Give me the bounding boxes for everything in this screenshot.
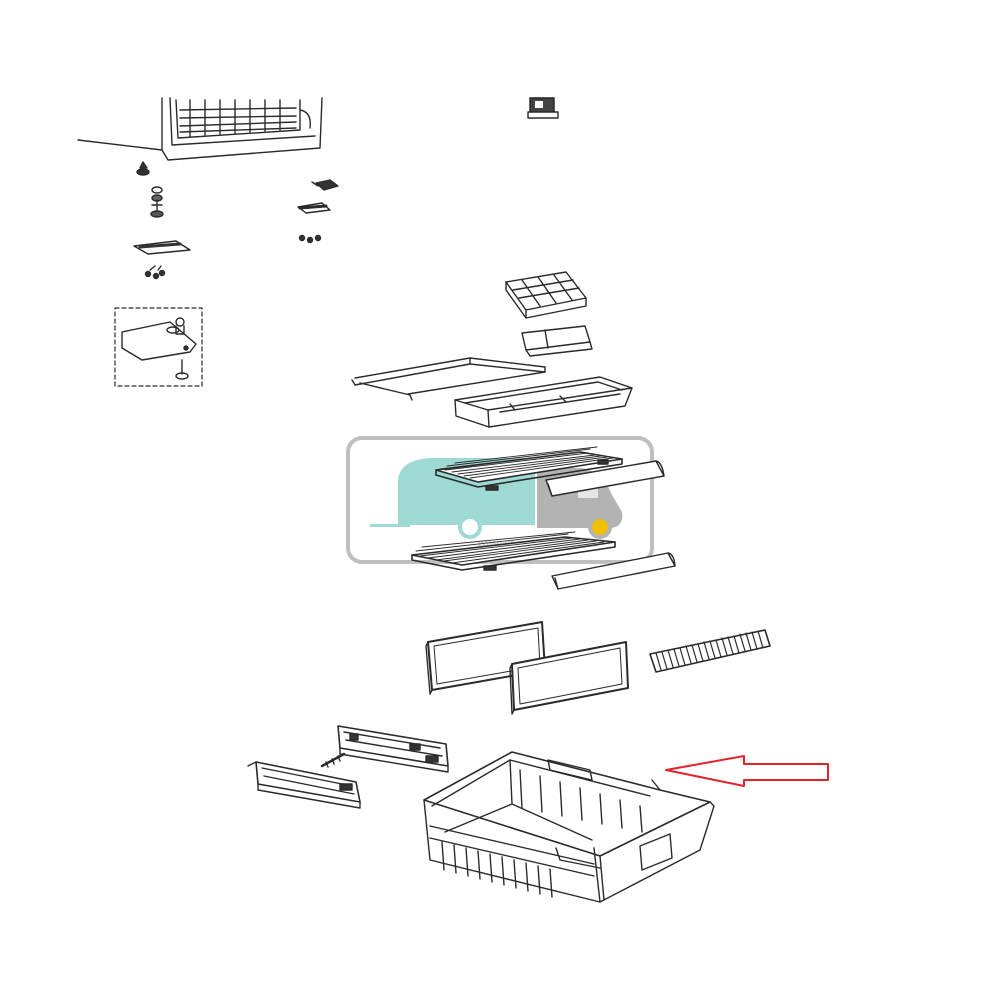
left-hinge-bracket bbox=[133, 240, 191, 280]
watermark-frame bbox=[346, 436, 654, 564]
freezer-wire-frame bbox=[351, 357, 546, 401]
foot-bolt-stack bbox=[136, 161, 164, 218]
crisper-glass-cover-right bbox=[509, 641, 629, 715]
top-hinge bbox=[527, 97, 559, 119]
drawer-rail-left bbox=[247, 761, 361, 809]
wire-shelf-lower bbox=[411, 531, 616, 571]
fridge-body-corner bbox=[77, 97, 323, 161]
freezer-drawer bbox=[454, 376, 633, 428]
hinge-plate-detail bbox=[114, 307, 203, 387]
shelf-front-trim-upper bbox=[545, 460, 665, 497]
crisper-drawer bbox=[423, 751, 715, 903]
drawer-rail-right bbox=[320, 725, 449, 773]
right-hinge-bracket bbox=[297, 179, 339, 244]
grille-vent bbox=[649, 629, 771, 673]
shelf-front-trim-lower bbox=[551, 552, 676, 590]
ice-cube-tray bbox=[505, 271, 587, 319]
highlight-arrow bbox=[665, 755, 829, 787]
wire-shelf-upper bbox=[435, 446, 623, 491]
freezer-shelf-bar bbox=[521, 325, 593, 357]
